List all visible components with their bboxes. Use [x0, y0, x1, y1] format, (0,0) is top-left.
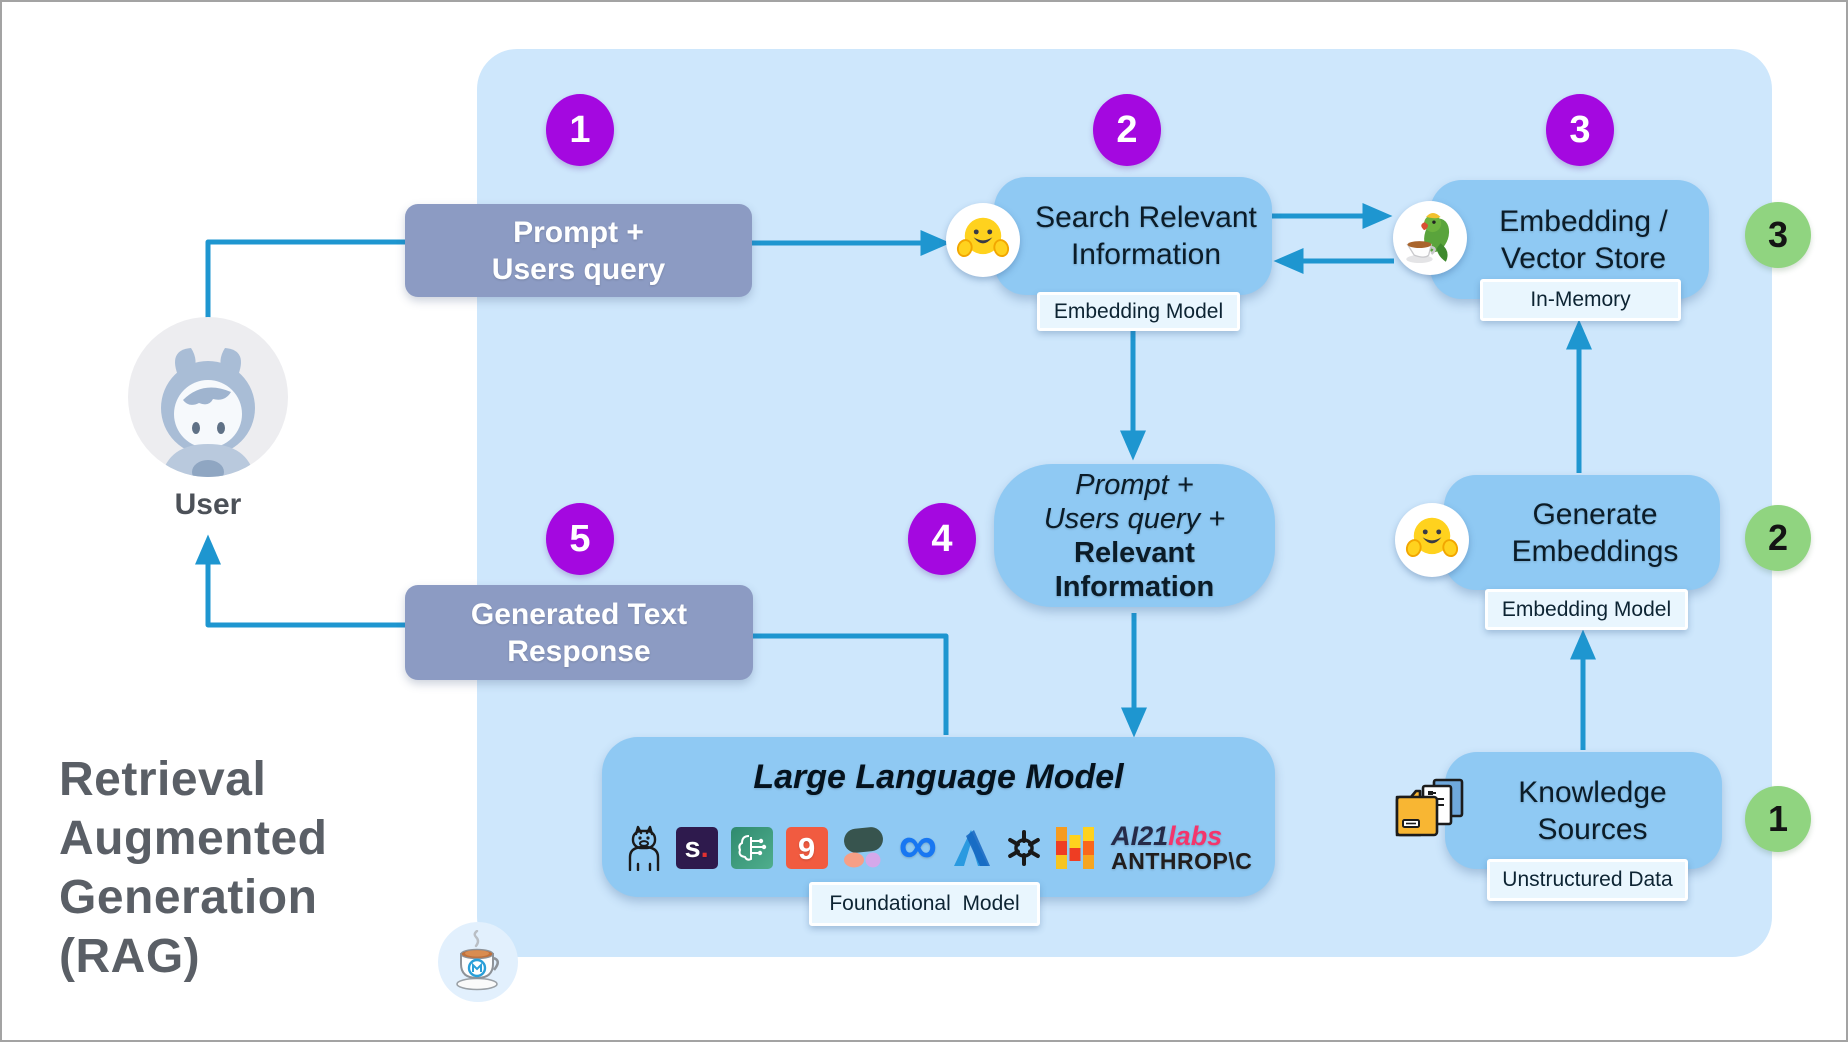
- context-node-line2: Users query +: [1043, 502, 1226, 535]
- hugging-face-icon: [1395, 503, 1469, 577]
- prompt-box-line1: Prompt +: [513, 215, 644, 249]
- llm-logo-row: s. 9 ∞: [602, 815, 1275, 875]
- prompt-query-relevant-info-node: Prompt + Users query + Relevant Informat…: [994, 464, 1275, 607]
- azure-logo-icon: [954, 830, 991, 866]
- title-line: Generation: [59, 871, 318, 924]
- g9-logo-icon: 9: [785, 827, 828, 869]
- step-badge-4: 4: [908, 503, 976, 575]
- edge-user-to-prompt: [205, 239, 405, 320]
- s-logo-letter: s: [684, 831, 701, 864]
- page-title: Retrieval Augmented Generation (RAG): [59, 750, 328, 986]
- edge-response-to-user: [195, 534, 405, 628]
- search-relevant-information-node: Search Relevant Information: [994, 177, 1272, 295]
- prompt-users-query-box: Prompt + Users query: [405, 204, 752, 297]
- ai21-wordmark: AI21: [1111, 820, 1169, 851]
- embedding-model-chip: Embedding Model: [1037, 292, 1240, 331]
- meta-logo-icon: ∞: [898, 815, 938, 875]
- vector-node-line2: Vector Store: [1500, 241, 1667, 275]
- title-line: (RAG): [59, 930, 201, 983]
- response-box-line1: Generated Text: [470, 597, 688, 631]
- step-badge-3: 3: [1546, 94, 1614, 166]
- green-step-badge-1: 1: [1745, 786, 1811, 852]
- llama-logo-icon: [628, 825, 659, 871]
- search-node-line2: Information: [1070, 238, 1222, 271]
- cohere-logo-icon: [843, 827, 883, 868]
- generate-embeddings-node: Generate Embeddings: [1444, 475, 1720, 590]
- title-line: Retrieval: [59, 753, 267, 806]
- openai-logo-icon: [1008, 830, 1040, 866]
- user-label: User: [174, 488, 242, 521]
- in-memory-chip: In-Memory: [1480, 279, 1681, 321]
- parrot-teacup-icon: [1393, 201, 1467, 275]
- unstructured-data-chip: Unstructured Data: [1487, 859, 1688, 901]
- generate-node-line1: Generate: [1532, 497, 1658, 531]
- hugging-face-icon: [946, 203, 1020, 277]
- knowledge-node-line1: Knowledge: [1518, 775, 1667, 809]
- s-dot-logo-icon: s.: [675, 827, 718, 869]
- user-avatar-icon: [128, 317, 288, 477]
- ai21-labs-wordmark: labs: [1168, 820, 1223, 851]
- step-badge-2: 2: [1093, 94, 1161, 166]
- mosaicml-logo-icon: [1056, 827, 1095, 869]
- generated-text-response-box: Generated Text Response: [405, 585, 753, 680]
- green-step-badge-2: 2: [1745, 505, 1811, 571]
- brand-wordmarks: AI21labs ANTHROP\C: [1111, 820, 1253, 874]
- step-badge-5: 5: [546, 503, 614, 575]
- llm-title: Large Language Model: [753, 758, 1124, 796]
- response-box-line2: Response: [507, 634, 651, 668]
- anthropic-wordmark: ANTHROP\C: [1111, 847, 1253, 874]
- generate-node-line2: Embeddings: [1511, 534, 1679, 568]
- foundational-model-chip: Foundational Model: [809, 882, 1040, 926]
- title-line: Augmented: [59, 812, 328, 865]
- mulesoft-coffee-cup-icon: [438, 922, 518, 1002]
- green-step-badge-3: 3: [1745, 202, 1811, 268]
- large-language-model-node: Large Language Model s.: [602, 737, 1275, 897]
- context-node-line1: Prompt +: [1075, 468, 1194, 501]
- vector-node-line1: Embedding /: [1499, 204, 1668, 238]
- knowledge-sources-node: Knowledge Sources: [1445, 752, 1722, 869]
- context-node-line4: Information: [1054, 570, 1215, 603]
- g9-logo-glyph: 9: [798, 830, 816, 866]
- search-node-line1: Search Relevant: [1035, 201, 1257, 234]
- embedding-model-chip-2: Embedding Model: [1485, 589, 1688, 630]
- s-logo-dot: .: [700, 831, 709, 864]
- prompt-box-line2: Users query: [491, 252, 666, 286]
- brain-circuit-logo-icon: [730, 827, 773, 869]
- context-node-line3: Relevant: [1074, 536, 1195, 569]
- knowledge-node-line2: Sources: [1537, 812, 1648, 846]
- knowledge-folder-documents-icon: [1395, 778, 1464, 837]
- step-badge-1: 1: [546, 94, 614, 166]
